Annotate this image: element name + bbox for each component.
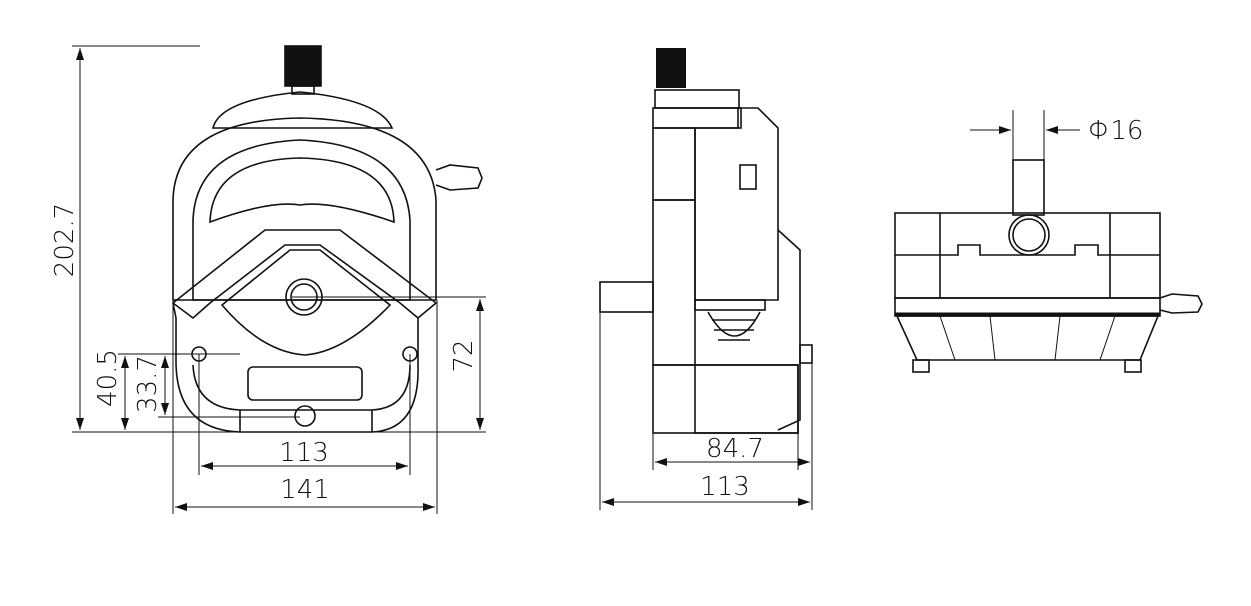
dim-total-height: 202.7 <box>50 203 80 277</box>
dim-shaft-height: 72 <box>449 339 479 372</box>
front-view: 202.7 40.5 33.7 72 113 141 <box>50 45 486 514</box>
top-view: Φ16 <box>894 110 1203 373</box>
dim-upper-hole-height: 40.5 <box>93 349 123 407</box>
dim-hole-width: 113 <box>279 438 329 468</box>
dim-shaft-diameter: Φ16 <box>1088 116 1143 146</box>
dim-total-width: 141 <box>280 475 330 505</box>
dim-lower-hole-height: 33.7 <box>133 355 163 413</box>
dim-total-depth: 113 <box>700 472 750 502</box>
side-view: 84.7 113 <box>599 48 813 510</box>
dim-body-depth: 84.7 <box>706 434 764 464</box>
